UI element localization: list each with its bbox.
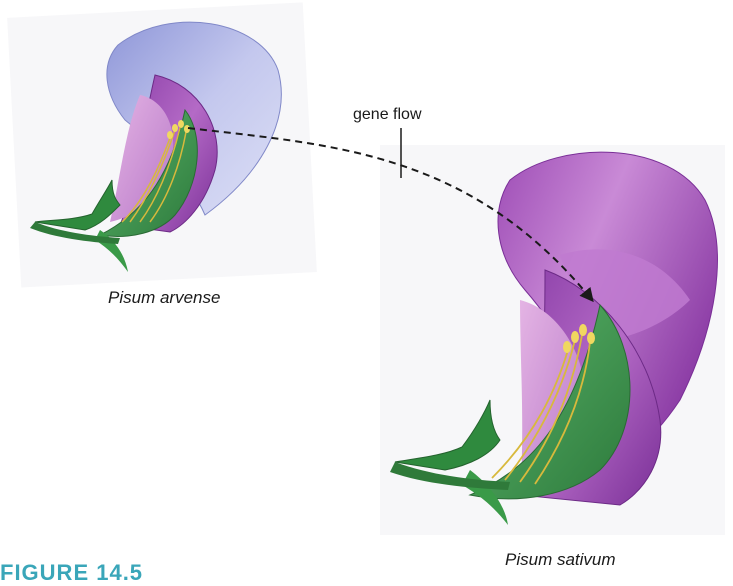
pea-flower-arvense-illustration [7,2,317,287]
diagram-canvas [0,0,733,572]
species-label-arvense: Pisum arvense [108,288,220,308]
species-label-sativum: Pisum sativum [505,550,616,570]
gene-flow-label: gene flow [353,106,422,124]
figure-caption: FIGURE 14.5 [0,560,143,586]
pea-flower-sativum-illustration [380,145,725,535]
